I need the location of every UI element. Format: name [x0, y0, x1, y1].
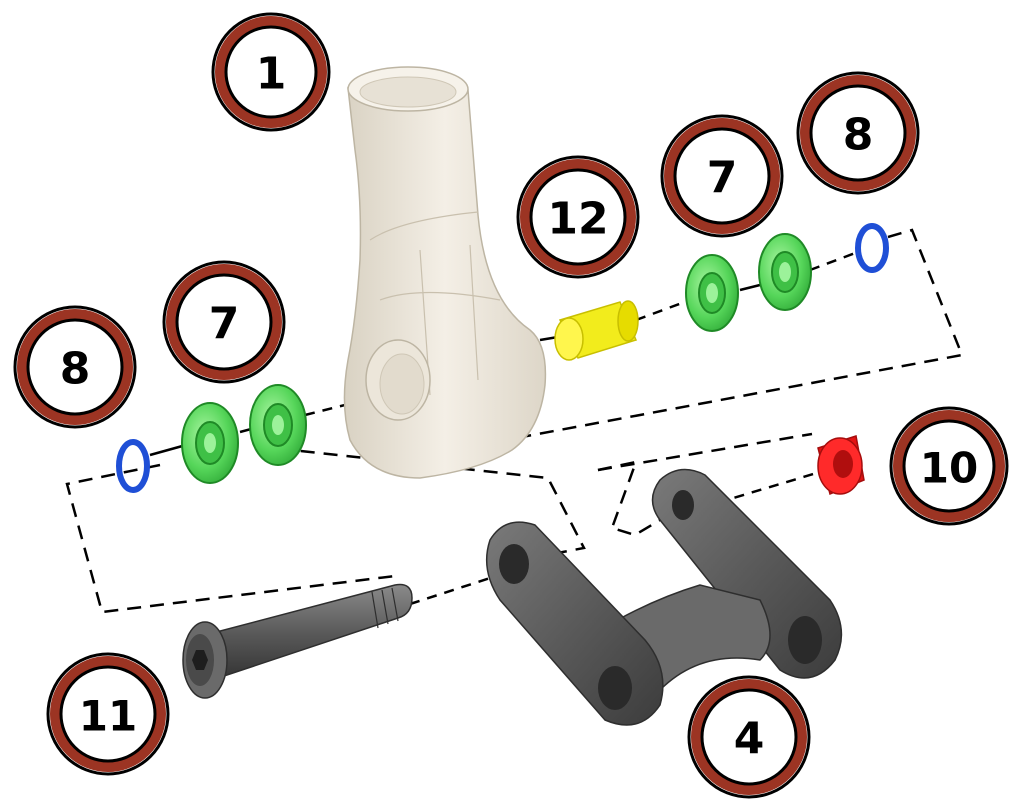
callout-spacer-yellow: 12 [516, 155, 640, 279]
callout-spacer-red: 10 [889, 406, 1009, 526]
bolt-part [182, 583, 413, 699]
bolt-hex-socket [192, 650, 208, 670]
spacer-red-part [817, 435, 865, 496]
spacer-yellow-part [554, 300, 639, 361]
bolt-thread [371, 587, 399, 629]
link-part [485, 468, 843, 726]
callout-frame-label: 1 [256, 49, 287, 100]
frame-body [343, 87, 547, 479]
frame-panel-lines [369, 211, 501, 396]
callout-washer-left-label: 8 [60, 344, 91, 395]
callout-spacer-red-label: 10 [920, 444, 978, 493]
washers [116, 223, 889, 493]
bearings [181, 233, 812, 484]
link-hole-front-top [499, 544, 529, 584]
bearing-upper-1 [685, 254, 739, 332]
callout-bearing-left: 7 [162, 260, 286, 384]
washer-left [116, 439, 150, 493]
spacer-red-bore [833, 450, 853, 478]
dashed-bracket-right [597, 460, 661, 537]
axis-line-left-1 [149, 443, 187, 457]
callout-bearing-top: 7 [660, 114, 784, 238]
frame-top-inner [359, 76, 457, 108]
bearing-upper-2 [758, 233, 812, 311]
callout-washer-top: 8 [796, 71, 920, 195]
callout-washer-left: 8 [13, 305, 137, 429]
link-hole-rear-bottom [788, 616, 822, 664]
callouts: 1 12 7 8 7 8 [13, 12, 1009, 799]
callout-bearing-top-label: 7 [707, 153, 738, 204]
axis-line-upper-4 [809, 250, 859, 272]
dashed-bracket-upper [494, 228, 964, 444]
callout-bolt-label: 11 [79, 692, 137, 741]
bolt-shank [204, 583, 413, 681]
dashed-link-top [597, 432, 813, 472]
frame-pivot-bore [379, 353, 425, 415]
link-hole-front-bottom [598, 666, 632, 710]
spacer-yellow-end-right [617, 300, 639, 342]
callout-frame: 1 [211, 12, 331, 132]
bearing-left-1 [181, 402, 239, 484]
spacer-yellow-end-left [554, 317, 584, 361]
axis-line-upper-2 [635, 298, 691, 322]
dashed-bracket-left [65, 463, 396, 614]
callout-link-label: 4 [734, 714, 765, 765]
callout-link: 4 [687, 675, 811, 799]
bearing-left-2 [249, 384, 307, 466]
callout-bearing-left-label: 7 [209, 299, 240, 350]
callout-spacer-yellow-label: 12 [547, 194, 608, 245]
axis-line-upper-3 [739, 283, 761, 292]
callout-bolt: 11 [46, 652, 170, 776]
washer-upper [855, 223, 889, 273]
callout-washer-top-label: 8 [843, 110, 874, 161]
link-hole-rear-top [672, 490, 694, 520]
frame-part [343, 66, 547, 479]
